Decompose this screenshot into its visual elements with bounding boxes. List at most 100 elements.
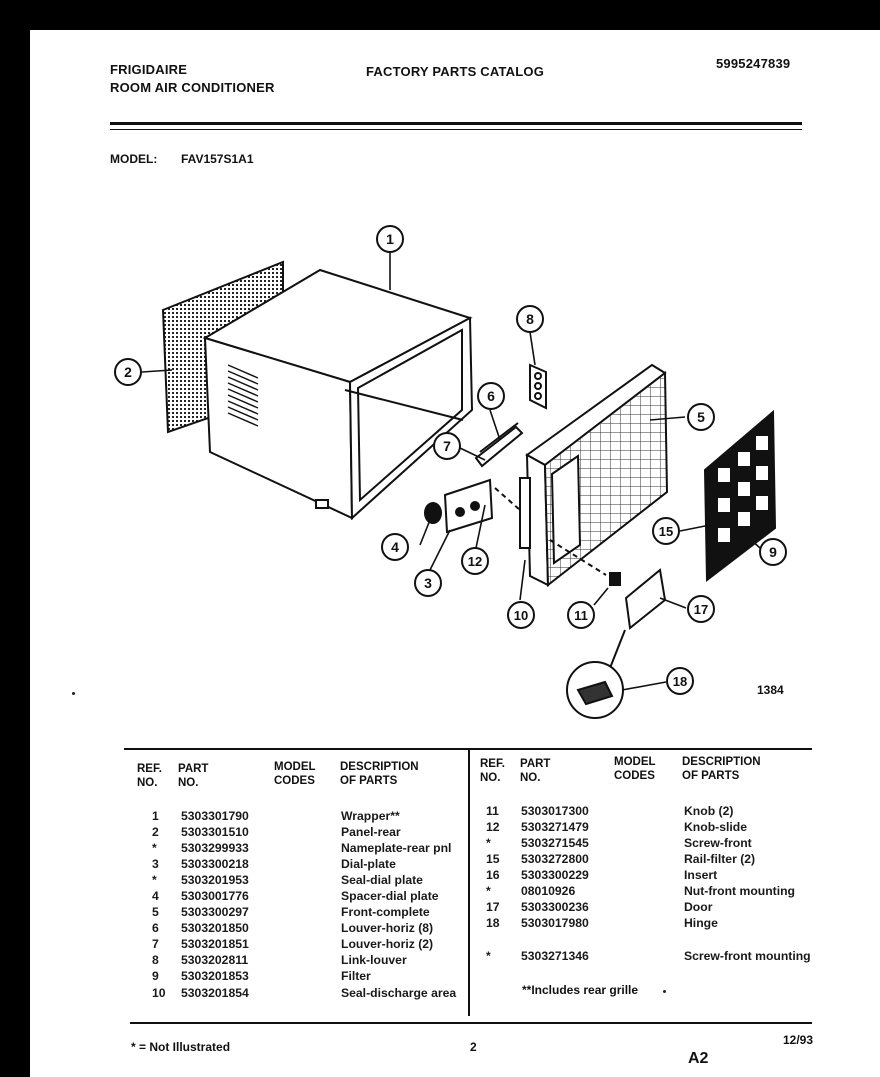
ref-cell: 8: [152, 953, 159, 967]
ref-cell: *: [152, 841, 157, 855]
ref-cell: 10: [152, 986, 166, 1000]
ref-cell: 6: [152, 921, 159, 935]
callout-15: 15: [652, 517, 680, 545]
part-number-cell: 5303271346: [521, 949, 589, 963]
catalog-title: FACTORY PARTS CATALOG: [366, 64, 545, 79]
ref-cell: *: [486, 949, 491, 963]
callout-label: 3: [424, 575, 432, 591]
part-number-cell: 5303201851: [181, 937, 249, 951]
door-and-hinge: [566, 568, 667, 719]
description-cell: Knob-slide: [684, 820, 747, 834]
description-cell: Rail-filter (2): [684, 852, 756, 866]
callout-7: 7: [433, 432, 461, 460]
part-number-cell: 08010926: [521, 884, 576, 898]
callout-9: 9: [759, 538, 787, 566]
callout-8: 8: [516, 305, 544, 333]
part-number-cell: 5303300236: [521, 900, 589, 914]
callout-2: 2: [114, 358, 142, 386]
ref-cell: 2: [152, 825, 159, 839]
part-number-cell: 5303017980: [521, 916, 589, 930]
description-cell: Louver-horiz (8): [341, 921, 434, 935]
margin-mark: [72, 692, 75, 695]
ref-cell: 15: [486, 852, 500, 866]
callout-1: 1: [376, 225, 404, 253]
figure-number: 1384: [757, 683, 784, 697]
wrapper-cabinet: [202, 268, 474, 521]
model-number: FAV157S1A1: [181, 152, 254, 166]
part-number-cell: 5303272800: [521, 852, 589, 866]
description-cell: Screw-front mounting: [684, 949, 811, 963]
callout-6: 6: [477, 382, 505, 410]
callout-label: 9: [769, 544, 777, 560]
callout-12: 12: [461, 547, 489, 575]
ref-cell: 11: [486, 804, 499, 818]
description-cell: Door: [684, 900, 713, 914]
description-cell: Seal-discharge area: [341, 986, 457, 1000]
part-number-cell: 5303271479: [521, 820, 589, 834]
part-number-cell: 5303271545: [521, 836, 589, 850]
callout-label: 1: [386, 231, 394, 247]
control-dial-parts: [424, 478, 607, 576]
ref-cell: 17: [486, 900, 500, 914]
callout-label: 5: [697, 409, 705, 425]
callout-label: 4: [391, 539, 399, 555]
ref-cell: *: [486, 836, 491, 850]
ref-cell: 1: [152, 809, 159, 823]
product-name: ROOM AIR CONDITIONER: [110, 80, 275, 95]
part-number-cell: 5303299933: [181, 841, 249, 855]
date-code: 12/93: [783, 1033, 814, 1047]
description-cell: Seal-dial plate: [341, 873, 423, 887]
part-number-cell: 5303300229: [521, 868, 589, 882]
right-desc-header: DESCRIPTION OF PARTS: [682, 756, 761, 782]
ref-cell: 16: [486, 868, 500, 882]
leader-lines: [141, 252, 761, 691]
left-part-header: PART NO.: [178, 763, 209, 789]
louver-parts: [474, 363, 547, 468]
description-cell: Screw-front: [684, 836, 752, 850]
part-number-cell: 5303001776: [181, 889, 249, 903]
callout-label: 2: [124, 364, 132, 380]
ref-cell: 18: [486, 916, 500, 930]
callout-label: 17: [694, 602, 708, 617]
includes-footnote: **Includes rear grille: [522, 983, 639, 997]
part-number-cell: 5303017300: [521, 804, 589, 818]
callout-17: 17: [687, 595, 715, 623]
part-number-cell: 5303201854: [181, 986, 249, 1000]
right-model-header: MODEL CODES: [614, 756, 656, 782]
callout-label: 8: [526, 311, 534, 327]
brand-name: FRIGIDAIRE: [110, 62, 188, 77]
part-number-cell: 5303201953: [181, 873, 249, 887]
description-cell: Louver-horiz (2): [341, 937, 434, 951]
part-number-cell: 5303201853: [181, 969, 249, 983]
description-cell: Hinge: [684, 916, 718, 930]
part-number-cell: 5303301790: [181, 809, 249, 823]
description-cell: Wrapper**: [341, 809, 400, 823]
ref-cell: 3: [152, 857, 159, 871]
ref-cell: 9: [152, 969, 159, 983]
ref-cell: *: [152, 873, 157, 887]
description-cell: Front-complete: [341, 905, 430, 919]
ref-cell: 5: [152, 905, 159, 919]
model-label: MODEL:: [110, 152, 158, 166]
ref-cell: 12: [486, 820, 500, 834]
left-desc-header: DESCRIPTION OF PARTS: [340, 761, 419, 787]
description-cell: Dial-plate: [341, 857, 396, 871]
description-cell: Knob (2): [684, 804, 734, 818]
table-divider: [468, 748, 470, 1016]
callout-label: 6: [487, 388, 495, 404]
right-ref-header: REF. NO.: [480, 758, 505, 784]
page-number: 2: [470, 1040, 477, 1054]
stray-mark: [663, 990, 666, 993]
left-model-header: MODEL CODES: [274, 761, 316, 787]
catalog-number: 5995247839: [716, 56, 791, 71]
description-cell: Panel-rear: [341, 825, 401, 839]
description-cell: Insert: [684, 868, 718, 882]
callout-10: 10: [507, 601, 535, 629]
description-cell: Spacer-dial plate: [341, 889, 439, 903]
air-filter: [703, 409, 777, 582]
callout-label: 12: [468, 554, 482, 569]
callout-11: 11: [567, 601, 595, 629]
description-cell: Filter: [341, 969, 371, 983]
